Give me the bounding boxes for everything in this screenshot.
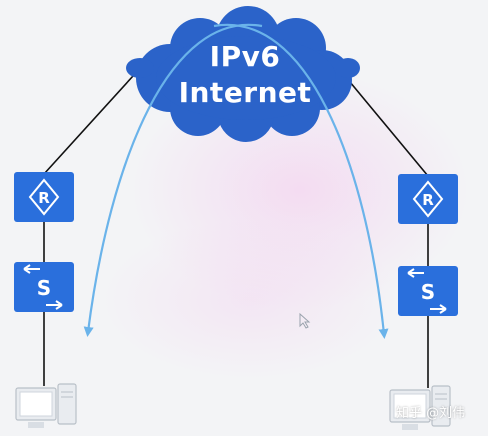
flow-arc-to-left-host: [83, 23, 263, 337]
switch-glyph: S: [37, 276, 51, 300]
link-cloud-left-router: [43, 75, 134, 175]
cloud-label-internet: Internet: [178, 76, 312, 109]
watermark: 知乎 @刘伟: [396, 406, 466, 421]
left-switch: S: [14, 262, 74, 312]
left-host-computer-icon: [15, 383, 77, 428]
cloud-label-ipv6: IPv6: [209, 40, 281, 73]
background-haze: [100, 220, 400, 380]
flow-arc-to-right-host: [213, 23, 389, 339]
router-glyph: R: [422, 191, 434, 209]
left-router: R: [14, 172, 74, 222]
link-cloud-right-router: [344, 75, 429, 177]
mouse-cursor-icon: [299, 312, 311, 329]
right-switch: S: [398, 266, 458, 316]
right-router: R: [398, 174, 458, 224]
right-host-computer-icon: [389, 385, 451, 430]
router-glyph: R: [38, 189, 50, 207]
switch-glyph: S: [421, 280, 435, 304]
ipv6-internet-cloud: [126, 6, 360, 142]
